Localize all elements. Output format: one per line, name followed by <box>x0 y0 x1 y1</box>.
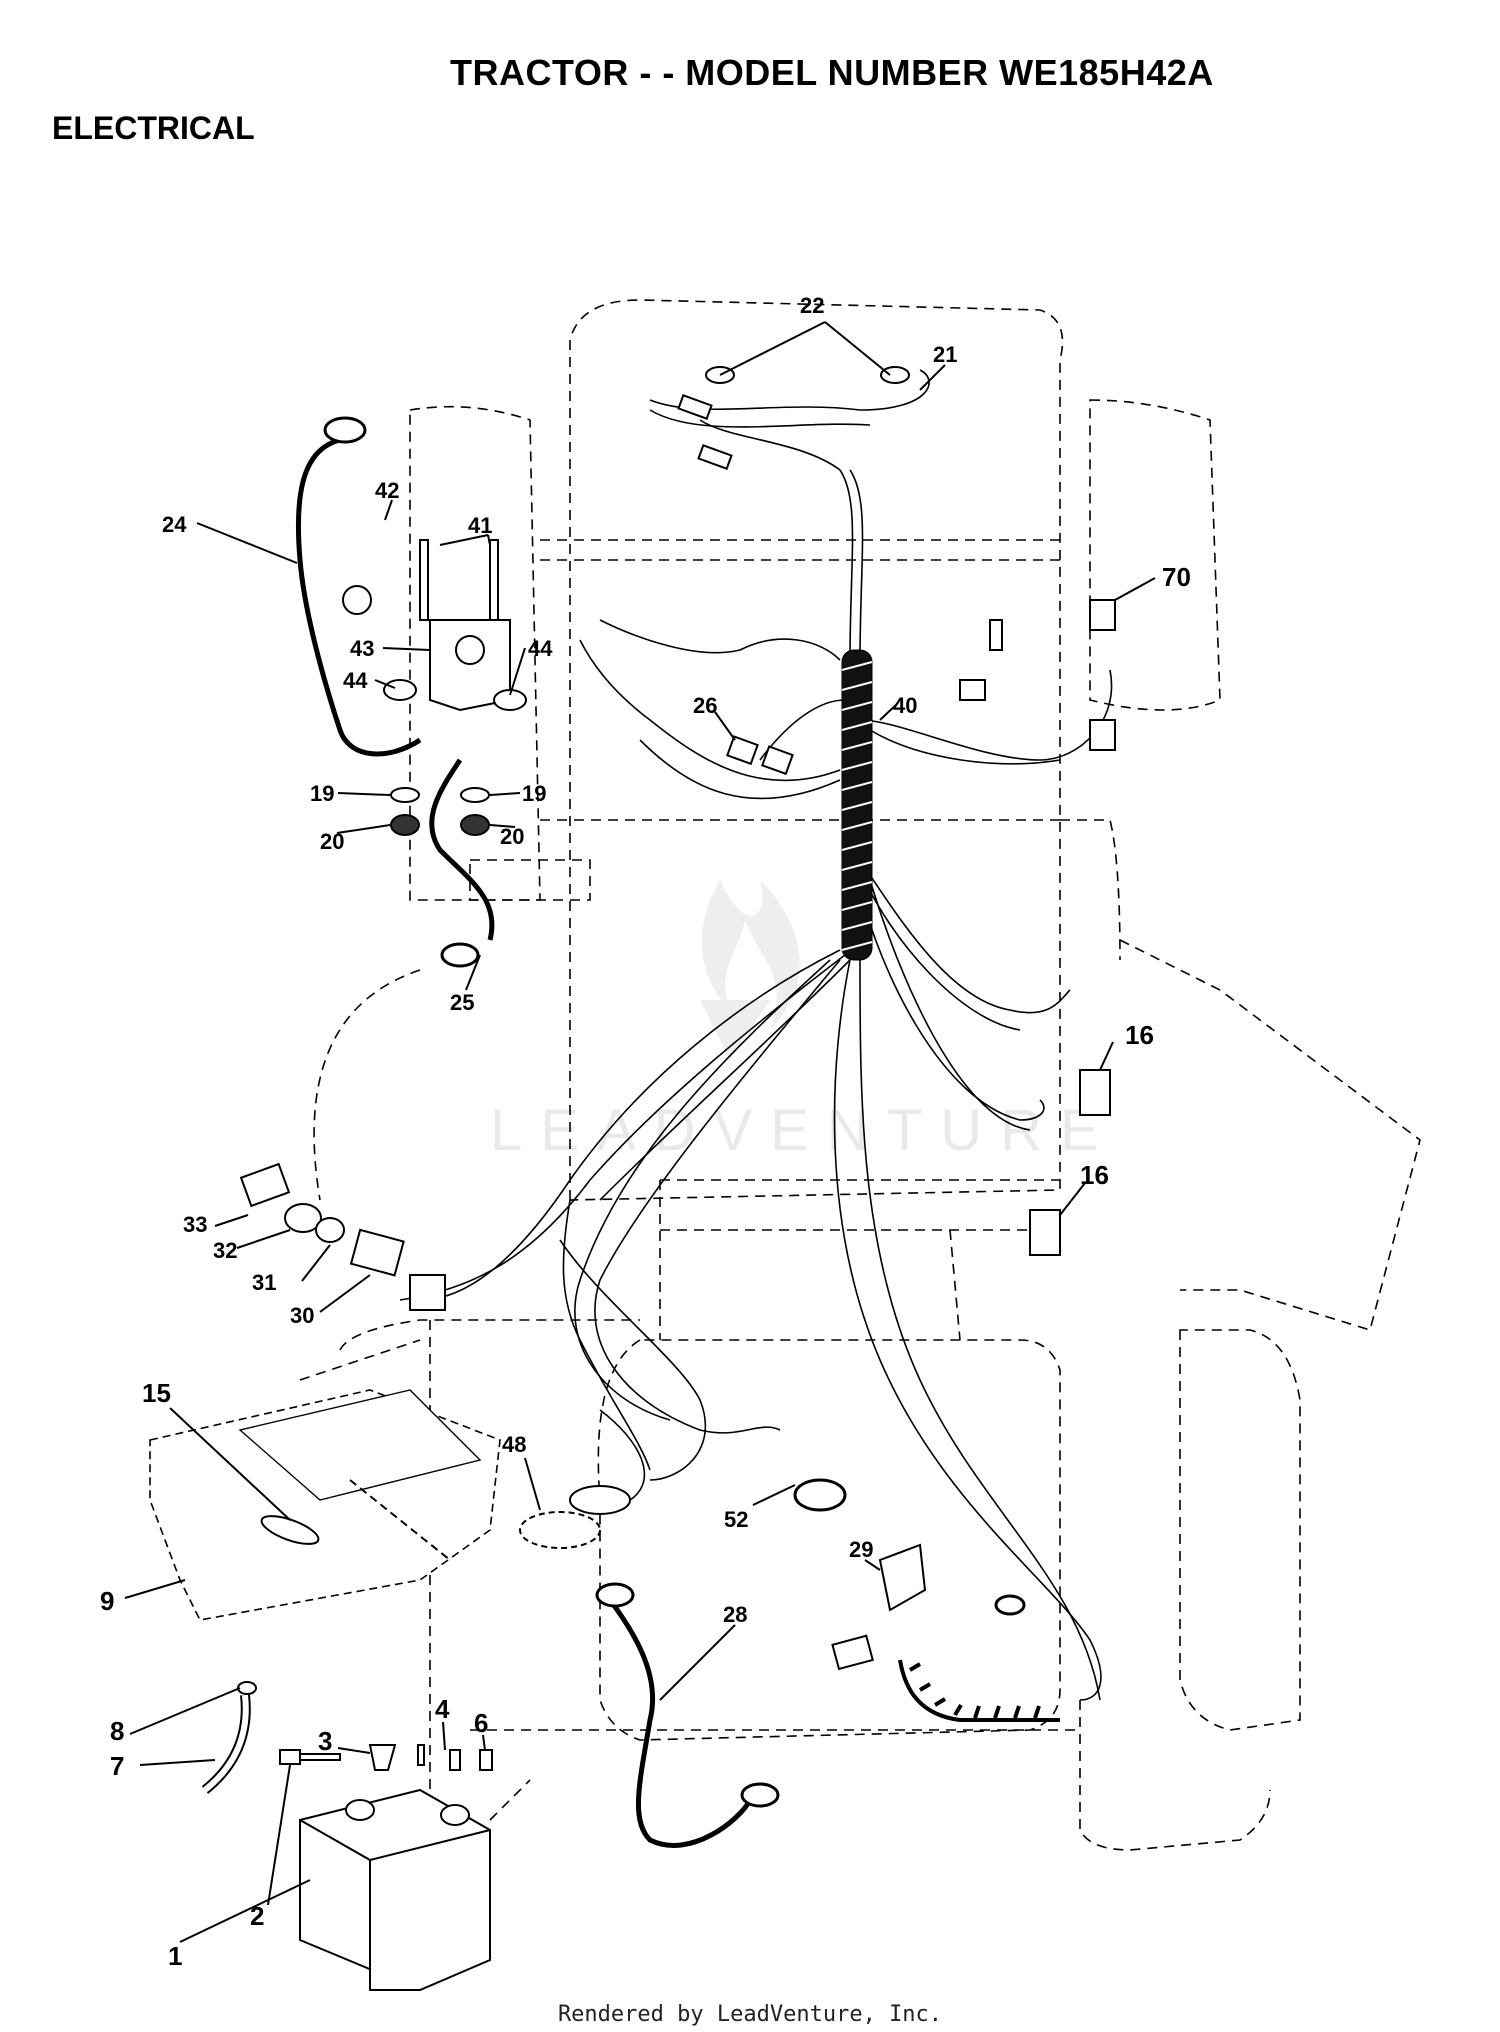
callout-1: 1 <box>168 1941 182 1971</box>
wiring-harness <box>399 369 1113 1701</box>
callout-44-left: 44 <box>343 668 368 693</box>
callout-33: 33 <box>183 1212 207 1237</box>
callout-22: 22 <box>800 293 824 318</box>
callout-8: 9 <box>100 1586 114 1616</box>
brake-switch <box>1029 1209 1061 1256</box>
callout-20-right: 20 <box>500 824 524 849</box>
callout-41: 41 <box>468 513 492 538</box>
callout-21: 21 <box>933 342 957 367</box>
callout-32: 32 <box>213 1238 237 1263</box>
callout-labels: 24 22 21 42 41 43 44 44 19 19 20 20 25 2… <box>100 293 1191 1971</box>
components <box>149 366 1116 1992</box>
callout-52: 52 <box>724 1507 748 1532</box>
callout-9: 8 <box>110 1716 124 1746</box>
section-heading: ELECTRICAL <box>52 110 255 146</box>
callout-24: 24 <box>162 512 187 537</box>
callout-48: 48 <box>502 1432 526 1457</box>
callout-15: 15 <box>142 1378 171 1408</box>
callout-40: 40 <box>893 693 917 718</box>
watermark-text: LEADVENTURE <box>490 1098 1117 1163</box>
callout-6: 6 <box>474 1708 488 1738</box>
callout-4: 4 <box>435 1694 450 1724</box>
callout-42: 42 <box>375 478 399 503</box>
callout-3: 3 <box>318 1726 332 1756</box>
page-title: TRACTOR - - MODEL NUMBER WE185H42A <box>450 52 1214 93</box>
callout-30: 30 <box>290 1303 314 1328</box>
callout-20-left: 20 <box>320 829 344 854</box>
leader-lines <box>124 321 1156 1943</box>
callout-19-left: 19 <box>310 781 334 806</box>
callout-7: 7 <box>110 1751 124 1781</box>
seat-switch <box>1079 1069 1111 1116</box>
tractor-outline <box>299 299 1421 1851</box>
callout-26: 26 <box>693 693 717 718</box>
coiled-cord <box>898 1659 1060 1722</box>
coiled-conduit <box>841 649 873 961</box>
callout-16-upper: 16 <box>1125 1020 1154 1050</box>
callout-2: 2 <box>250 1901 264 1931</box>
callout-28: 28 <box>723 1602 747 1627</box>
footer-credit: Rendered by LeadVenture, Inc. <box>557 2002 943 2027</box>
callout-19-right: 19 <box>522 781 546 806</box>
callout-43: 43 <box>350 636 374 661</box>
callout-25: 25 <box>450 990 474 1015</box>
callout-44-right: 44 <box>528 636 553 661</box>
cable-terminals <box>323 416 1026 1808</box>
callout-31: 31 <box>252 1270 276 1295</box>
callout-29: 29 <box>849 1537 873 1562</box>
callout-16-lower: 16 <box>1080 1160 1109 1190</box>
callout-70: 70 <box>1162 562 1191 592</box>
battery-cables <box>295 437 753 1848</box>
